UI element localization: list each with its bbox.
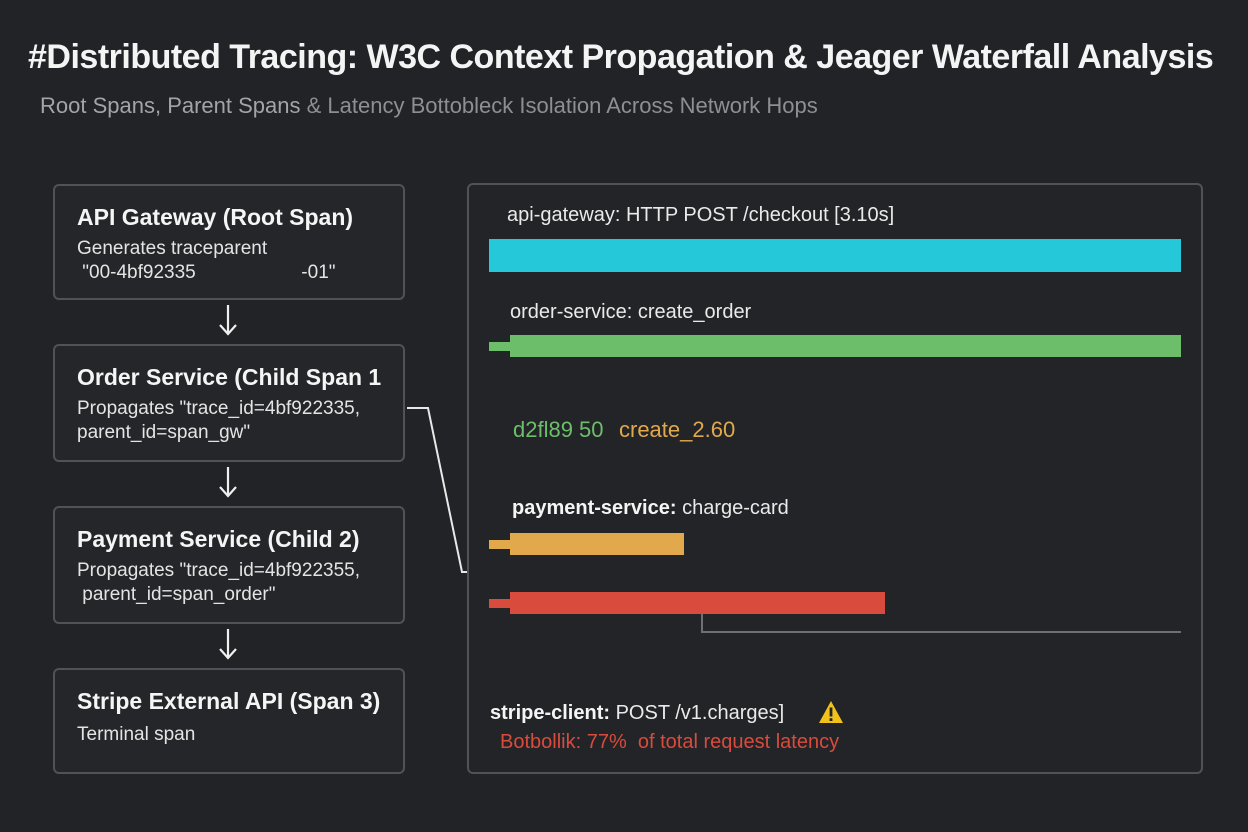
down-arrow-icon bbox=[219, 629, 237, 660]
service-detail: parent_id=span_order" bbox=[77, 584, 276, 605]
span-operation: create_order bbox=[632, 301, 752, 323]
service-box-api-gateway: API Gateway (Root Span) Generates tracep… bbox=[53, 184, 405, 300]
service-detail: Propagates "trace_id=4bf922335, bbox=[77, 398, 360, 419]
span-label-order-service: order-service: create_order bbox=[510, 301, 751, 324]
subtitle-rest: & Latency Bottobleck Isolation Across Ne… bbox=[300, 93, 818, 118]
service-detail: parent_id=span_gw" bbox=[77, 422, 251, 443]
service-detail: Generates traceparent bbox=[77, 238, 268, 259]
span-annotation-green: d2fl89 50 bbox=[513, 417, 604, 442]
span-service: stripe-client: bbox=[490, 702, 611, 724]
span-service: order-service: bbox=[510, 301, 633, 323]
span-label-payment-service: payment-service: charge-card bbox=[512, 497, 789, 520]
service-box-payment-service: Payment Service (Child 2) Propagates "tr… bbox=[53, 506, 405, 624]
service-title: Stripe External API (Span 3) bbox=[77, 688, 381, 714]
service-detail: Propagates "trace_id=4bf922355, bbox=[77, 560, 360, 581]
span-operation: HTTP POST /checkout [3.10s] bbox=[620, 204, 895, 226]
span-annotation-orange: create_2.60 bbox=[619, 417, 736, 442]
span-operation: POST /v1.charges] bbox=[610, 702, 785, 724]
span-bar-payment-service[interactable] bbox=[510, 533, 684, 555]
span-label-api-gateway: api-gateway: HTTP POST /checkout [3.10s] bbox=[507, 204, 894, 227]
service-box-stripe-api: Stripe External API (Span 3) Terminal sp… bbox=[53, 668, 405, 774]
span-offset-tick bbox=[489, 342, 511, 351]
down-arrow-icon bbox=[219, 467, 237, 498]
span-service: payment-service: bbox=[512, 497, 677, 519]
warning-icon bbox=[819, 701, 843, 723]
span-offset-tick bbox=[489, 540, 511, 549]
span-bar-stripe-client[interactable] bbox=[510, 592, 885, 614]
service-detail: Terminal span bbox=[77, 724, 196, 745]
subtitle-strong: Root Spans, Parent Spans bbox=[40, 93, 301, 118]
bottleneck-note: Botbollik: 77% of total request latency bbox=[500, 731, 840, 753]
service-box-order-service: Order Service (Child Span 1 Propagates "… bbox=[53, 344, 405, 462]
waterfall-panel bbox=[467, 183, 1203, 774]
span-offset-tick bbox=[489, 599, 511, 608]
page-subtitle: Root Spans, Parent Spans & Latency Botto… bbox=[40, 93, 818, 119]
page-title: #Distributed Tracing: W3C Context Propag… bbox=[28, 38, 1214, 76]
span-bar-api-gateway[interactable] bbox=[489, 239, 1181, 272]
service-title: Payment Service (Child 2) bbox=[77, 526, 360, 552]
span-service: api-gateway: bbox=[507, 204, 621, 226]
service-detail: "00-4bf92335 -01" bbox=[77, 262, 336, 283]
service-title: API Gateway (Root Span) bbox=[77, 204, 354, 230]
span-bar-order-service[interactable] bbox=[510, 335, 1181, 357]
service-title: Order Service (Child Span 1 bbox=[77, 364, 382, 390]
span-operation: charge-card bbox=[676, 497, 789, 519]
down-arrow-icon bbox=[219, 305, 237, 336]
span-label-stripe-client: stripe-client: POST /v1.charges] bbox=[490, 702, 784, 725]
